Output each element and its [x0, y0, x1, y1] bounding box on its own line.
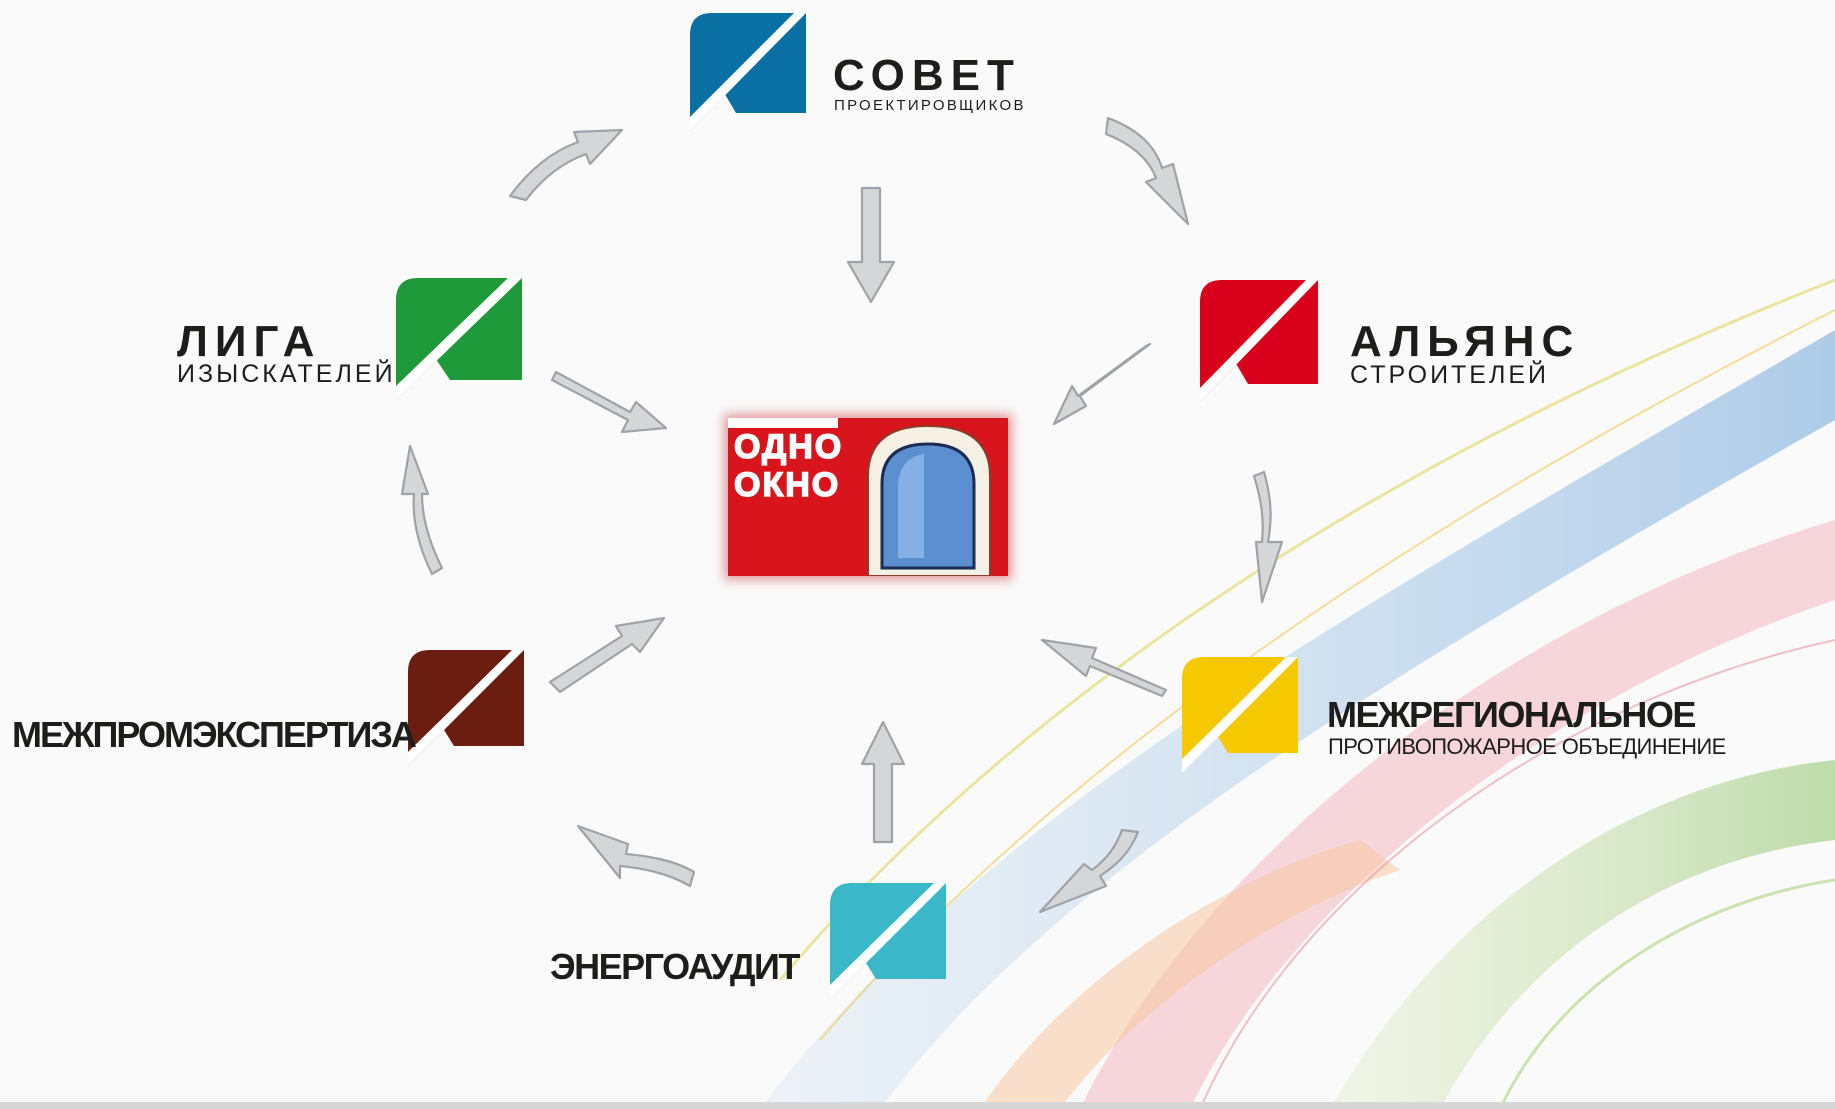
energo-logo [830, 883, 946, 999]
mezhprom-title: МЕЖПРОМЭКСПЕРТИЗА [12, 714, 417, 755]
arrow-mezhreg-to-energo [1038, 828, 1140, 914]
mezhprom-logo [408, 650, 524, 766]
energo-title: ЭНЕРГОАУДИТ [550, 946, 800, 987]
arch-window-icon [728, 418, 1008, 576]
odno-okno-center-logo: ОДНО ОКНО [728, 418, 1008, 576]
sovet-logo [690, 13, 806, 131]
arrow-mezhprom-to-liga [400, 444, 444, 576]
arrow-liga-to-sovet [508, 128, 624, 202]
mezhreg-subtitle: ПРОТИВОПОЖАРНОЕ ОБЪЕДИНЕНИЕ [1328, 734, 1726, 759]
liga-title: ЛИГА [177, 317, 322, 366]
arrow-mezhreg-to-center [1040, 638, 1168, 698]
center-line1: ОДНО [733, 428, 844, 466]
arrow-energo-to-center [860, 720, 906, 844]
center-line2: ОКНО [733, 466, 841, 504]
alliance-subtitle: СТРОИТЕЛЕЙ [1350, 361, 1550, 389]
arrow-liga-to-center [550, 370, 668, 434]
liga-subtitle: ИЗЫСКАТЕЛЕЙ [177, 360, 396, 388]
alliance-title: АЛЬЯНС [1350, 317, 1581, 366]
liga-logo [396, 278, 522, 400]
arrow-alliance-to-mezhreg [1252, 470, 1284, 604]
mezhreg-title: МЕЖРЕГИОНАЛЬНОЕ [1327, 694, 1696, 735]
arrow-mezhprom-to-center [548, 616, 666, 694]
arrow-sovet-to-center [846, 186, 896, 304]
arrow-sovet-to-alliance [1104, 116, 1190, 226]
sovet-subtitle: ПРОЕКТИРОВЩИКОВ [834, 97, 1026, 114]
arrow-energo-to-mezhprom [576, 824, 696, 888]
mezhreg-logo [1182, 657, 1298, 773]
sovet-title: СОВЕТ [833, 51, 1021, 100]
arrow-alliance-to-center [1052, 342, 1152, 426]
alliance-logo [1200, 280, 1318, 402]
